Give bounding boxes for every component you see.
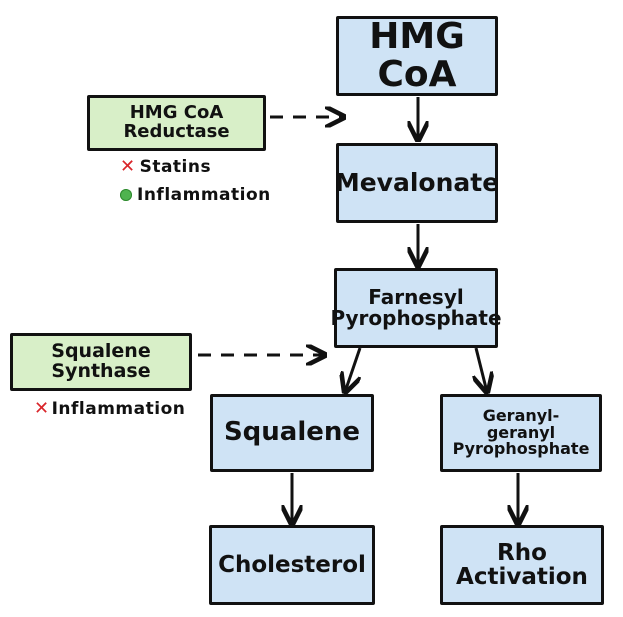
inhibit-x-icon: ✕	[34, 398, 50, 419]
node-squalene-label: Squalene	[223, 417, 361, 448]
annotation-statins: ✕ Statins	[120, 156, 211, 177]
arrow-farnesyl-to-squalene	[345, 347, 362, 392]
node-farnesyl-pyrophosphate: Farnesyl Pyrophosphate	[330, 268, 502, 348]
annotation-inflammation-inhibits: ✕ Inflammation	[34, 398, 185, 419]
node-mevalonate: Mevalonate	[334, 143, 500, 223]
node-cholesterol: Cholesterol	[209, 525, 375, 605]
enzyme-squalene-synthase-label: Squalene Synthase	[51, 340, 151, 382]
node-mevalonate-label: Mevalonate	[334, 167, 500, 197]
annotation-inflammation-upregulates: Inflammation	[120, 185, 271, 205]
node-rho-activation: Rho Activation	[440, 525, 604, 605]
node-rho-label: Rho Activation	[456, 539, 588, 590]
node-farnesyl-label: Farnesyl Pyrophosphate	[330, 285, 502, 330]
node-cholesterol-label: Cholesterol	[218, 551, 366, 578]
green-dot-icon	[120, 189, 132, 201]
annotation-inflammation-down-text: Inflammation	[51, 398, 186, 419]
annotation-statins-text: Statins	[139, 156, 212, 177]
inhibit-x-icon: ✕	[120, 156, 136, 177]
enzyme-squalene-synthase: Squalene Synthase	[10, 333, 192, 391]
node-squalene: Squalene	[210, 394, 374, 472]
arrow-farnesyl-to-ggpp	[476, 347, 487, 392]
node-ggpp-label: Geranyl- geranyl Pyrophosphate	[452, 405, 590, 459]
node-hmg-coa-label: HMG CoA	[369, 16, 465, 95]
node-hmg-coa: HMG CoA	[336, 16, 498, 96]
node-geranylgeranyl-pyrophosphate: Geranyl- geranyl Pyrophosphate	[440, 394, 602, 472]
enzyme-hmg-reductase-label: HMG CoA Reductase	[123, 102, 230, 142]
enzyme-hmg-coa-reductase: HMG CoA Reductase	[87, 95, 266, 151]
annotation-inflammation-up-text: Inflammation	[137, 185, 271, 205]
